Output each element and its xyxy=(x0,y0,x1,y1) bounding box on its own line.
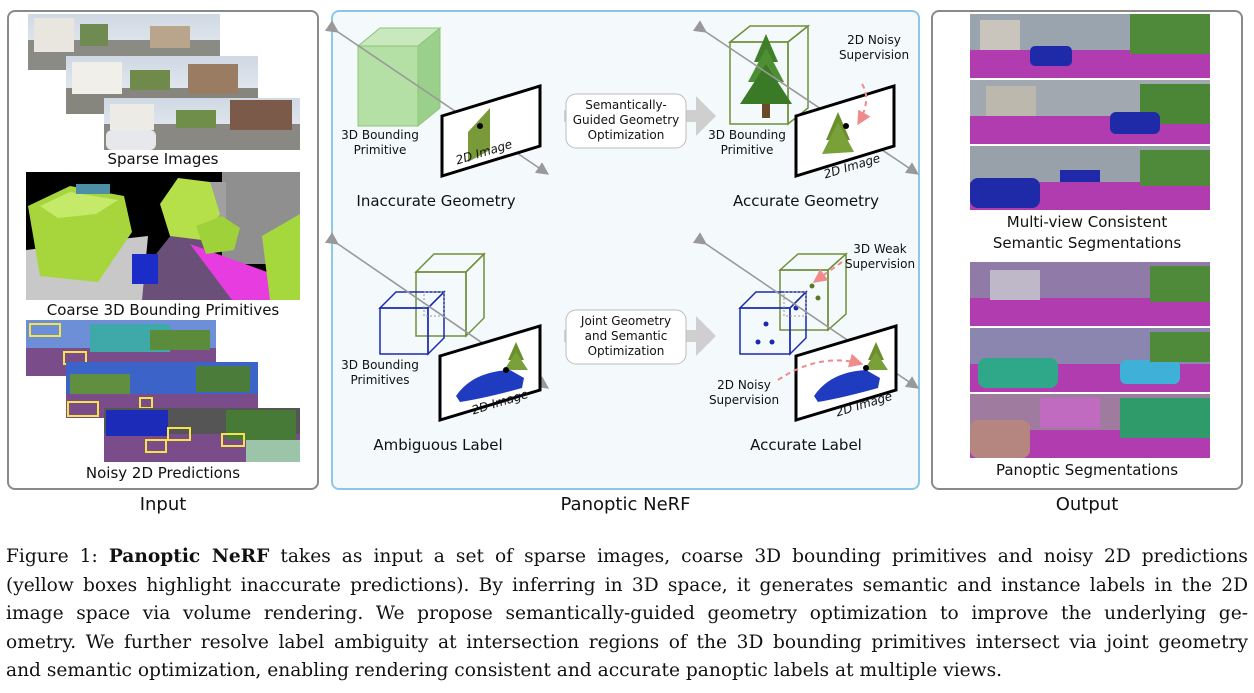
ambiguous-label-diagram xyxy=(324,232,550,423)
caption-line-1: Figure 1: Panoptic NeRF takes as input a… xyxy=(6,546,1248,567)
noisy-predictions-label: Noisy 2D Predictions xyxy=(85,464,241,482)
jgs-arrow xyxy=(564,309,716,365)
inaccurate-geometry-caption: Inaccurate Geometry xyxy=(356,192,516,210)
figure-illustration xyxy=(26,14,1210,462)
input-title: Input xyxy=(139,494,187,515)
accurate-label-diagram xyxy=(692,232,920,423)
semantic-seg-2 xyxy=(970,80,1210,144)
accurate-label-caption: Accurate Label xyxy=(750,436,862,454)
panoptic-seg-3 xyxy=(970,394,1210,458)
panoptic-nerf-title: Panoptic NeRF xyxy=(560,494,691,515)
caption-method-name: Panoptic NeRF xyxy=(108,546,270,567)
sparse-image-3 xyxy=(104,98,300,150)
sparse-images-label: Sparse Images xyxy=(107,150,219,168)
panoptic-seg-1 xyxy=(970,262,1210,326)
caption-line-5: and semantic optimization, enabling rend… xyxy=(6,660,1003,681)
coarse-primitives-label: Coarse 3D Bounding Primitives xyxy=(46,301,280,319)
semantic-seg-1 xyxy=(970,14,1210,78)
output-title: Output xyxy=(1055,494,1119,515)
accurate-geometry-caption: Accurate Geometry xyxy=(732,192,880,210)
caption-line-3: image space via volume rendering. We pro… xyxy=(6,603,1248,624)
panoptic-seg-label: Panoptic Segmentations xyxy=(995,461,1179,479)
coarse-primitives-render xyxy=(26,172,300,300)
semantic-seg-3 xyxy=(970,146,1210,210)
ambiguous-label-caption: Ambiguous Label xyxy=(373,436,503,454)
noisy-prediction-3 xyxy=(104,408,300,462)
caption-line-4: ometry. We further resolve label ambigui… xyxy=(6,631,1248,653)
caption-line-2: (yellow boxes highlight inaccurate predi… xyxy=(6,574,1248,596)
panoptic-seg-2 xyxy=(970,328,1210,392)
figure-caption: Figure 1: Panoptic NeRF takes as input a… xyxy=(6,543,1248,686)
accurate-geometry-diagram xyxy=(692,20,920,179)
sgo-arrow xyxy=(564,93,716,149)
inaccurate-geometry-diagram xyxy=(324,20,550,179)
